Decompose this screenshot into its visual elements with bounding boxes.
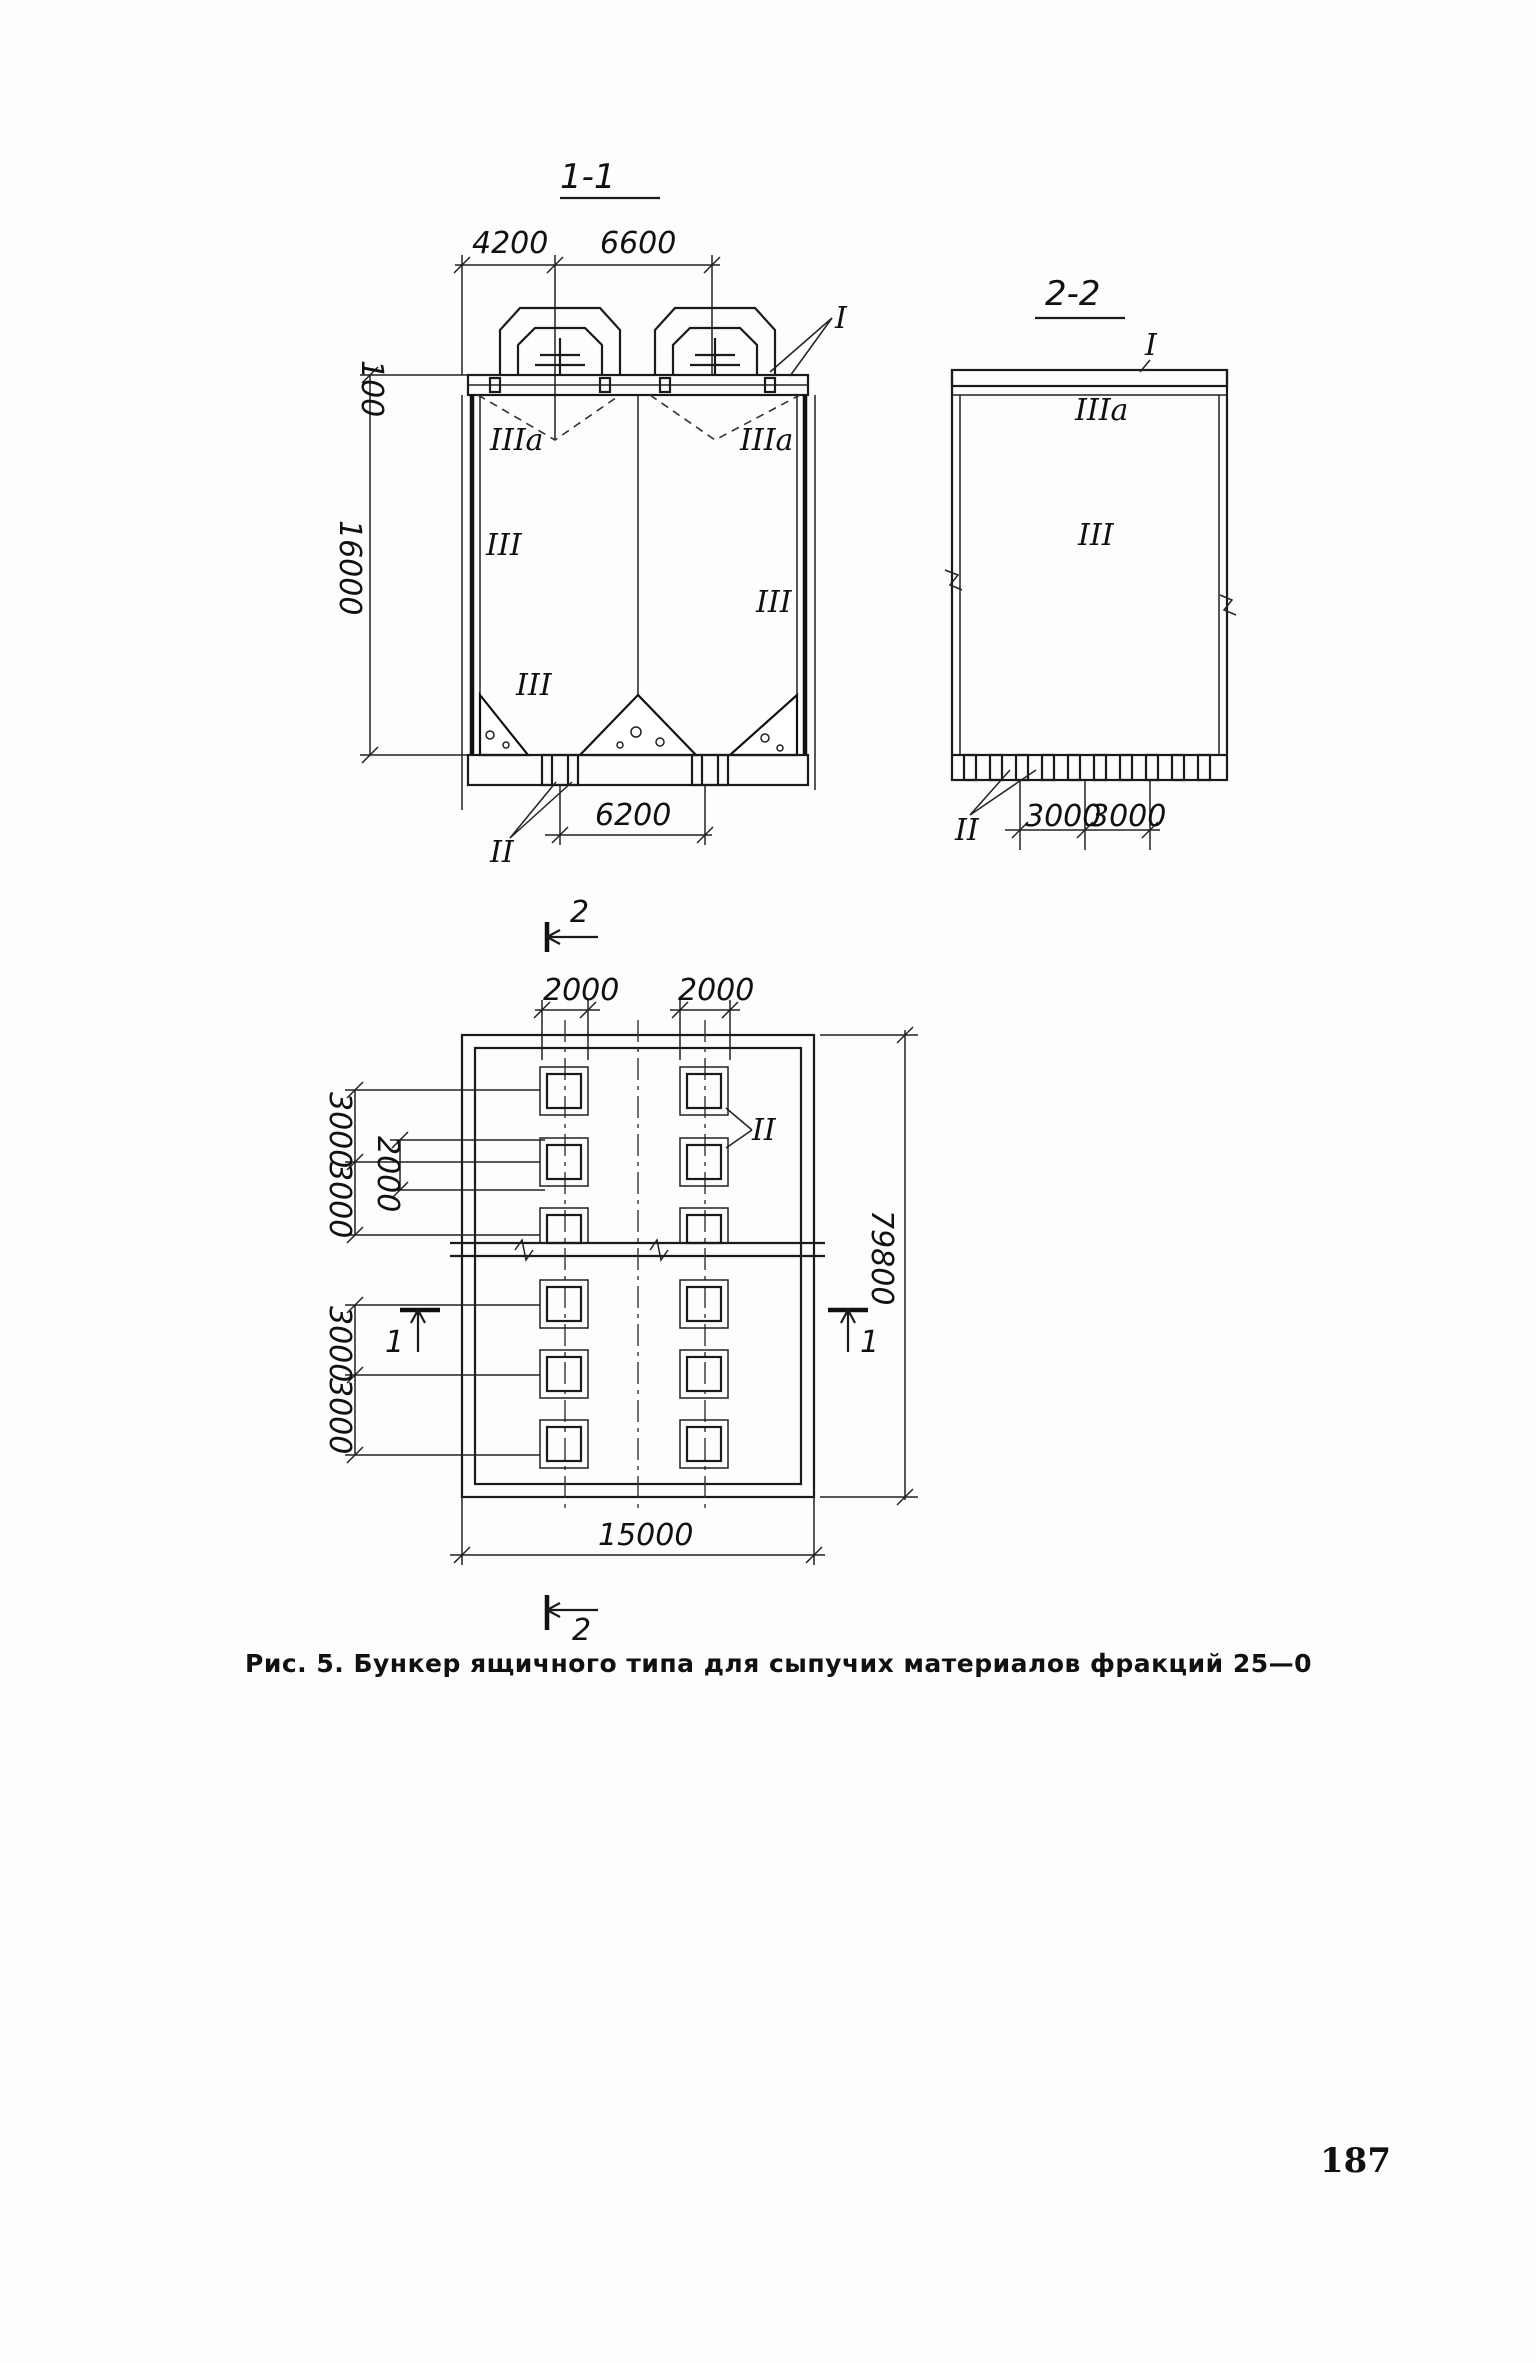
label-I-section-2-2: I bbox=[1144, 328, 1158, 363]
label-IIIa-right: IIIa bbox=[739, 423, 793, 458]
dim-16000: 16000 bbox=[332, 520, 367, 615]
plan-view: 2 2000 2000 bbox=[322, 895, 918, 1648]
label-III-section-2-2: III bbox=[1077, 518, 1115, 553]
label-II-plan: II bbox=[751, 1113, 777, 1148]
top-feeder-left bbox=[498, 306, 622, 375]
dim-3000-left-3: 3000 bbox=[322, 1306, 357, 1382]
dim-3000-a: 3000 bbox=[1025, 799, 1101, 834]
dim-4200: 4200 bbox=[472, 226, 548, 261]
label-IIIa-section-2-2: IIIa bbox=[1074, 393, 1128, 428]
label-III-left: III bbox=[485, 528, 523, 563]
section-1-1-title: 1-1 bbox=[560, 157, 616, 197]
dim-3000-b: 3000 bbox=[1090, 799, 1166, 834]
label-I: I bbox=[834, 301, 848, 336]
dim-2000-top-left: 2000 bbox=[543, 973, 619, 1008]
section-2-2: 2-2 I IIIa III II bbox=[944, 274, 1237, 850]
dim-3000-left-1: 3000 bbox=[322, 1092, 357, 1168]
label-III-bottom: III bbox=[515, 668, 553, 703]
page-number: 187 bbox=[1320, 2141, 1391, 2181]
outlets-left-column bbox=[539, 1066, 589, 1469]
dim-6200: 6200 bbox=[595, 798, 671, 833]
cut-mark-1-right: 1 bbox=[860, 1325, 879, 1360]
label-III-right: III bbox=[755, 585, 793, 620]
label-II-section-2-2: II bbox=[954, 813, 980, 848]
section-1-1: 1-1 4200 6600 bbox=[332, 157, 848, 870]
outlets-right-column bbox=[679, 1066, 729, 1469]
cut-mark-2-top: 2 bbox=[570, 895, 589, 930]
top-feeder-right bbox=[653, 306, 777, 375]
dim-15000: 15000 bbox=[598, 1518, 693, 1553]
dim-100: 100 bbox=[354, 360, 389, 417]
label-IIIa-left: IIIa bbox=[489, 423, 543, 458]
dim-2000-top-right: 2000 bbox=[678, 973, 754, 1008]
figure-caption: Рис. 5. Бункер ящичного типа для сыпучих… bbox=[245, 1649, 1312, 1678]
cut-mark-1-left: 1 bbox=[385, 1325, 404, 1360]
dim-3000-left-2: 3000 bbox=[322, 1162, 357, 1238]
dim-79800: 79800 bbox=[864, 1210, 899, 1305]
dim-3000-left-4: 3000 bbox=[322, 1378, 357, 1454]
cut-mark-2-bottom: 2 bbox=[572, 1613, 591, 1648]
section-2-2-title: 2-2 bbox=[1045, 274, 1101, 314]
dim-6600: 6600 bbox=[600, 226, 676, 261]
dim-2000-left: 2000 bbox=[370, 1136, 405, 1212]
label-II-section-1-1: II bbox=[489, 835, 515, 870]
